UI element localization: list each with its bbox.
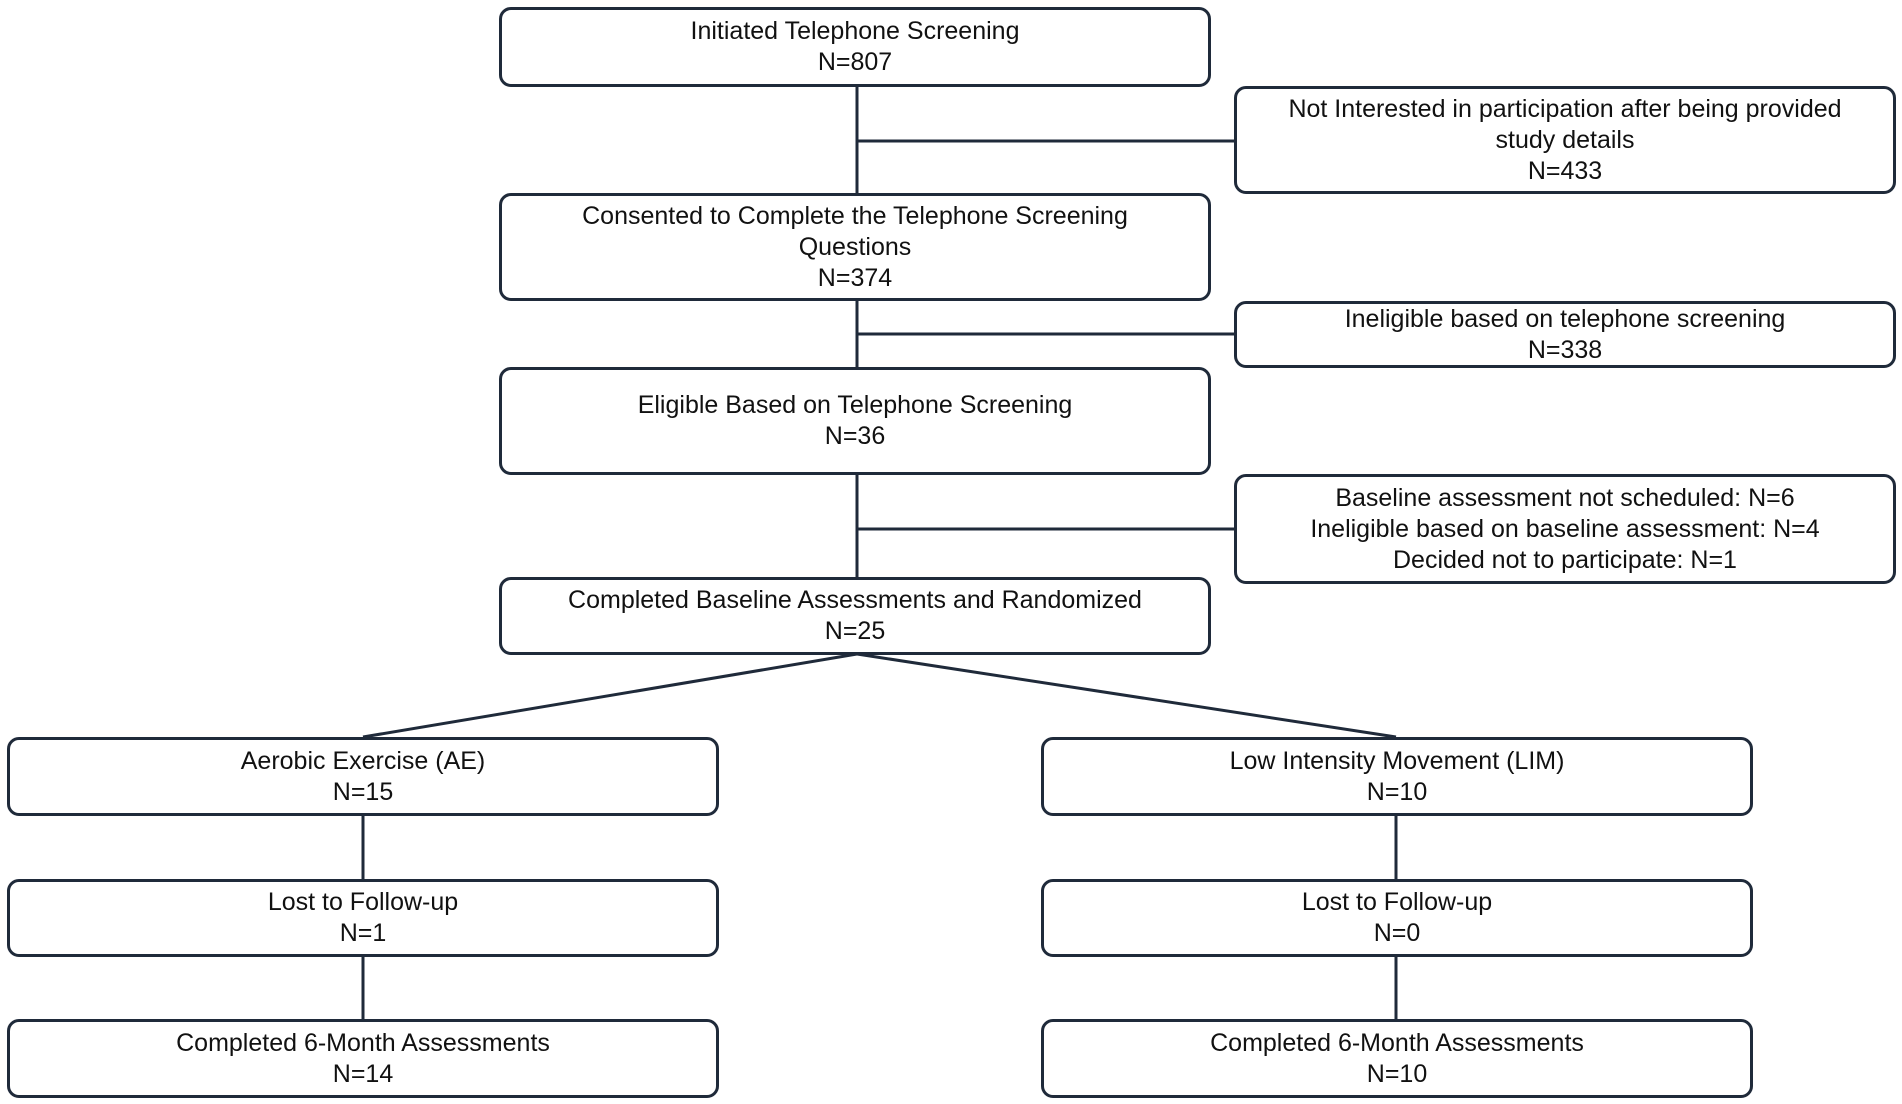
box-text-line: Completed Baseline Assessments and Rando… [568,586,1142,614]
box-text-line: Initiated Telephone Screening [690,17,1020,45]
box-text-line: N=36 [824,422,886,450]
aerobic-exercise-box: Aerobic Exercise (AE)N=15 [7,737,719,816]
box-text-line: Low Intensity Movement (LIM) [1229,746,1565,775]
low-intensity-movement-box: Low Intensity Movement (LIM)N=10 [1041,737,1753,816]
box-text: Aerobic Exercise (AE)N=15 [241,746,486,808]
box-text: Completed Baseline Assessments and Rando… [568,585,1142,647]
box-text-line: N=14 [332,1059,394,1088]
connector-randomized-lim [856,652,1397,739]
box-text-line: Questions [798,232,912,261]
box-text-line: Decided not to participate: N=1 [1393,545,1737,574]
box-text-line: Aerobic Exercise (AE) [240,746,486,775]
box-text-line: N=15 [332,777,394,806]
randomized-box: Completed Baseline Assessments and Rando… [499,577,1211,655]
box-text-line: N=25 [824,617,886,645]
box-text-line: Completed 6-Month Assessments [176,1028,550,1057]
consented-box: Consented to Complete the Telephone Scre… [499,193,1211,301]
box-text-line: N=807 [817,48,893,76]
box-text-line: N=374 [817,263,893,292]
box-text-line: N=338 [1527,335,1603,364]
box-text-line: Lost to Follow-up [267,888,459,916]
box-text: Low Intensity Movement (LIM)N=10 [1230,746,1565,808]
box-text-line: N=10 [1366,1059,1428,1088]
box-text-line: N=0 [1373,919,1421,947]
box-text-line: N=10 [1366,777,1428,806]
box-text-line: Eligible Based on Telephone Screening [637,391,1073,419]
box-text-line: Lost to Follow-up [1301,888,1493,916]
connector-randomized-ae [362,652,858,739]
box-text-line: Baseline assessment not scheduled: N=6 [1335,483,1795,512]
box-text-line: study details [1495,125,1635,154]
box-text-line: Ineligible based on telephone screening [1344,304,1786,333]
box-text-line: Ineligible based on baseline assessment:… [1310,514,1820,543]
box-text-line: Consented to Complete the Telephone Scre… [582,201,1128,230]
not-interested-box: Not Interested in participation after be… [1234,86,1896,194]
box-text-line: Not Interested in participation after be… [1288,94,1842,123]
box-text-line: Completed 6-Month Assessments [1210,1028,1584,1057]
box-text: Consented to Complete the Telephone Scre… [582,201,1128,294]
box-text-line: N=1 [339,919,387,947]
box-text: Not Interested in participation after be… [1288,94,1841,187]
box-text-line: N=433 [1527,156,1603,185]
